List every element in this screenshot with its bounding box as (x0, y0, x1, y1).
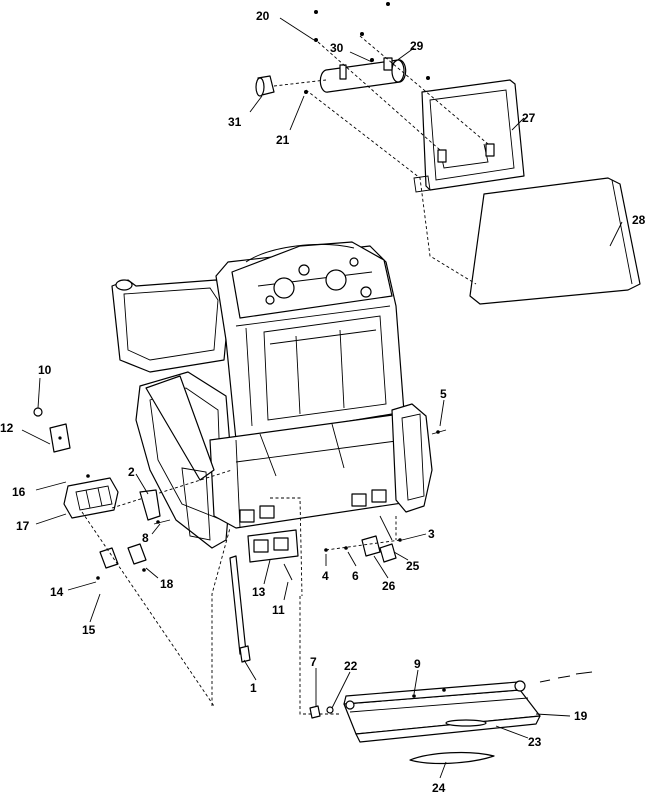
callout-27: 27 (522, 111, 536, 125)
leader-lines (21, 17, 623, 779)
callout-29: 29 (410, 39, 424, 53)
callout-6: 6 (352, 569, 359, 583)
callout-5: 5 (440, 387, 447, 401)
callout-11: 11 (272, 603, 285, 617)
washer-10 (33, 407, 43, 417)
callout-22: 22 (344, 659, 358, 673)
callout-28: 28 (632, 213, 646, 227)
callout-31: 31 (228, 115, 242, 129)
main-frame (111, 241, 433, 549)
bracket-2 (139, 489, 161, 521)
callout-21: 21 (276, 133, 290, 147)
bracket-12 (49, 423, 71, 453)
callout-13: 13 (252, 585, 266, 599)
callout-17: 17 (16, 519, 30, 533)
callout-10: 10 (38, 363, 52, 377)
callout-15: 15 (82, 623, 96, 637)
callout-30: 30 (330, 41, 344, 55)
callout-16: 16 (12, 485, 26, 499)
block-25-26 (361, 535, 397, 563)
gasket-24 (409, 751, 495, 765)
callout-7: 7 (310, 655, 317, 669)
callout-12: 12 (0, 421, 14, 435)
callout-23: 23 (528, 735, 542, 749)
pin-7 (309, 705, 321, 719)
plate-13 (247, 529, 299, 563)
callout-18: 18 (160, 577, 174, 591)
callout-3: 3 (428, 527, 435, 541)
rod-1 (229, 555, 251, 663)
block-16-17 (63, 477, 119, 519)
callout-4: 4 (322, 569, 329, 583)
callout-20: 20 (256, 9, 270, 23)
callout-25: 25 (406, 559, 420, 573)
callout-2: 2 (128, 465, 135, 479)
callout-9: 9 (414, 657, 421, 671)
callout-26: 26 (382, 579, 396, 593)
tray-19-23 (343, 680, 541, 743)
callout-1: 1 (250, 681, 257, 695)
callout-24: 24 (432, 781, 446, 795)
callout-14: 14 (50, 585, 64, 599)
callout-labels: 20 30 29 31 21 27 28 10 12 16 17 2 8 14 … (0, 9, 646, 795)
cap-31 (255, 75, 275, 97)
cover-frame-27 (413, 79, 525, 193)
callout-8: 8 (142, 531, 149, 545)
callout-19: 19 (574, 709, 588, 723)
block-18 (99, 543, 147, 569)
cover-panel-28 (469, 177, 641, 305)
